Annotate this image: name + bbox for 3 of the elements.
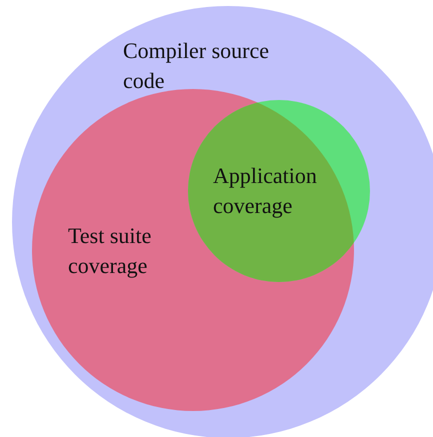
circle-label: Application coverage xyxy=(213,162,318,220)
circle-label: Compiler source code xyxy=(123,37,270,95)
circle-label: Test suite coverage xyxy=(68,222,152,280)
